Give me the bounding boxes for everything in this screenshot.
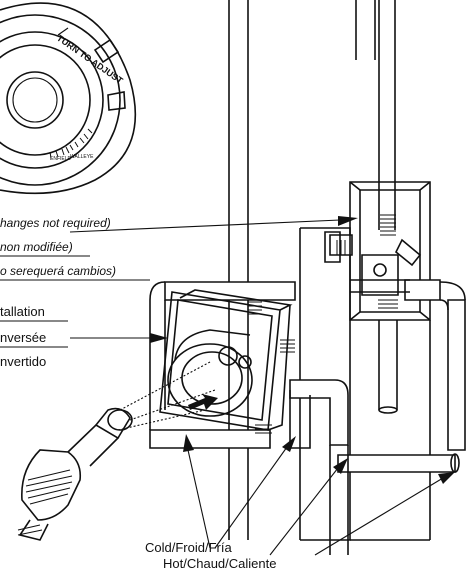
installation-line-3: nvertido [0,354,46,369]
dial-scale-label-2: WALLEYE [70,154,94,160]
cold-label: Cold/Froid/Fría [145,540,232,555]
temperature-dial: TURN TO ADJUST ENFIELD WALLEYE [0,2,137,195]
riser-pipes [228,0,396,242]
hot-label: Hot/Chaud/Caliente [163,556,276,571]
callout-labels: hanges not required) non modifiée) o ser… [0,216,276,571]
leader-lines [69,216,455,556]
installation-line-2: nversée [0,330,46,345]
cartridge [17,361,216,541]
note-line-3: o serequerá cambios) [0,264,116,278]
left-valve-box [159,289,295,434]
right-valve-box [324,181,441,414]
left-pipe-frame [149,242,460,555]
dial-scale-label-1: ENFIELD [50,156,72,162]
note-line-1: hanges not required) [0,216,111,230]
installation-line-1: tallation [0,304,45,319]
dial-ring-text: TURN TO ADJUST [55,33,125,86]
back-panel [299,227,466,541]
note-line-2: non modifiée) [0,240,73,254]
